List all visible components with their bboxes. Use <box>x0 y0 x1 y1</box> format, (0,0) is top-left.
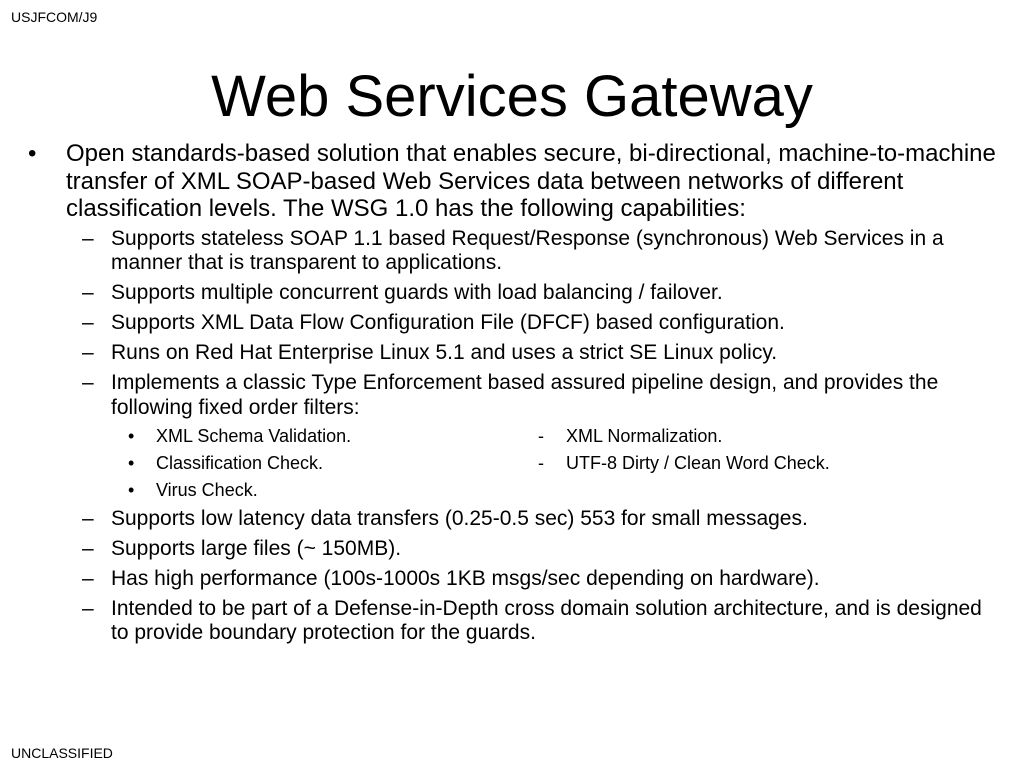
filter-right: - XML Normalization. <box>538 425 722 447</box>
filter-left: • Virus Check. <box>28 479 538 501</box>
header-label: USJFCOM/J9 <box>11 9 98 25</box>
sub-bullet-marker: • <box>128 480 135 500</box>
sub-dash-marker: - <box>538 453 544 473</box>
filter-text: XML Normalization. <box>566 426 723 446</box>
capability-item: – Implements a classic Type Enforcement … <box>28 371 998 420</box>
dash-marker: – <box>82 281 94 304</box>
dash-marker: – <box>82 341 94 364</box>
dash-marker: – <box>82 596 94 620</box>
capability-text: Supports stateless SOAP 1.1 based Reques… <box>111 226 944 275</box>
capability-item: – Runs on Red Hat Enterprise Linux 5.1 a… <box>28 341 998 366</box>
slide-content: • Open standards-based solution that ena… <box>28 140 998 646</box>
capability-item: – Supports XML Data Flow Configuration F… <box>28 311 998 336</box>
intro-bullet: • Open standards-based solution that ena… <box>28 140 998 223</box>
sub-bullet-marker: • <box>128 453 135 473</box>
intro-text: Open standards-based solution that enabl… <box>66 140 996 222</box>
capability-text: Intended to be part of a Defense-in-Dept… <box>111 596 982 645</box>
sub-bullet-marker: • <box>128 426 135 446</box>
capability-text: Implements a classic Type Enforcement ba… <box>111 371 939 419</box>
sub-dash-marker: - <box>538 426 544 446</box>
filter-text: Classification Check. <box>156 453 324 473</box>
capability-item: – Supports multiple concurrent guards wi… <box>28 281 998 306</box>
capability-text: Supports large files (~ 150MB). <box>111 536 402 560</box>
bullet-marker: • <box>28 140 37 167</box>
capability-item: – Supports large files (~ 150MB). <box>28 537 998 562</box>
capability-text: Has high performance (100s-1000s 1KB msg… <box>111 566 820 590</box>
filter-row: • XML Schema Validation. - XML Normaliza… <box>28 425 998 447</box>
filter-left: • Classification Check. <box>28 452 538 474</box>
filter-row: • Classification Check. - UTF-8 Dirty / … <box>28 452 998 474</box>
capability-item: – Has high performance (100s-1000s 1KB m… <box>28 567 998 592</box>
dash-marker: – <box>82 536 94 560</box>
filter-left: • XML Schema Validation. <box>28 425 538 447</box>
capability-item: – Supports low latency data transfers (0… <box>28 507 998 532</box>
capability-text: Supports low latency data transfers (0.2… <box>111 506 808 530</box>
capability-text: Supports multiple concurrent guards with… <box>111 281 723 304</box>
classification-label: UNCLASSIFIED <box>11 745 113 761</box>
dash-marker: – <box>82 226 94 250</box>
capability-text: Supports XML Data Flow Configuration Fil… <box>111 311 785 334</box>
dash-marker: – <box>82 371 94 394</box>
slide-title: Web Services Gateway <box>211 64 813 129</box>
filter-text: UTF-8 Dirty / Clean Word Check. <box>566 453 830 473</box>
dash-marker: – <box>82 311 94 334</box>
filter-text: XML Schema Validation. <box>156 426 352 446</box>
capability-item: – Intended to be part of a Defense-in-De… <box>28 597 998 646</box>
capability-item: – Supports stateless SOAP 1.1 based Requ… <box>28 227 998 276</box>
filter-text: Virus Check. <box>156 480 258 500</box>
dash-marker: – <box>82 566 94 590</box>
capability-text: Runs on Red Hat Enterprise Linux 5.1 and… <box>111 341 778 364</box>
dash-marker: – <box>82 506 94 530</box>
filter-row: • Virus Check. <box>28 479 998 501</box>
filter-right: - UTF-8 Dirty / Clean Word Check. <box>538 452 830 474</box>
